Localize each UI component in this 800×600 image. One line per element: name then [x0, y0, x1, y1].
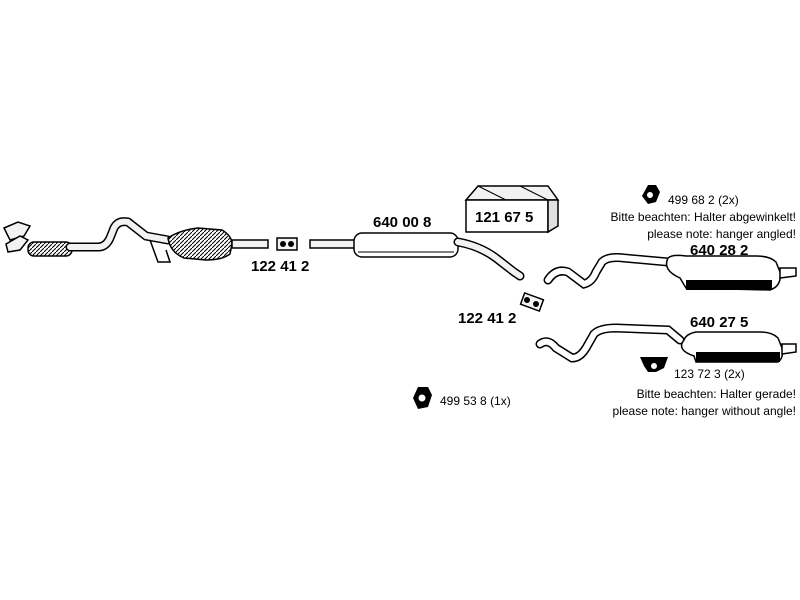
hanger-bottom-number: 123 72 3	[674, 367, 721, 381]
hanger-bottom-icon[interactable]	[640, 357, 668, 372]
hanger-bottom-qty: (2x)	[724, 367, 745, 381]
note-bottom-en: please note: hanger without angle!	[612, 404, 796, 418]
hanger-top-number: 499 68 2	[668, 193, 715, 207]
center-muffler[interactable]	[309, 232, 525, 281]
hanger-single-number: 499 53 8	[440, 394, 487, 408]
hanger-single-qty: (1x)	[490, 394, 511, 408]
note-top-de: Bitte beachten: Halter abgewinkelt!	[610, 210, 796, 224]
hanger-single-label: 499 53 8 (1x)	[440, 395, 511, 407]
hanger-top-label: 499 68 2 (2x)	[668, 194, 739, 206]
clamp-left-label: 122 41 2	[251, 258, 310, 275]
hanger-single-icon[interactable]	[413, 387, 432, 409]
hanger-top-icon[interactable]	[642, 185, 660, 204]
note-bottom: Bitte beachten: Halter gerade! please no…	[613, 386, 796, 420]
mounting-kit-label: 121 67 5	[475, 209, 534, 226]
mounting-kit-box[interactable]	[464, 185, 560, 234]
hanger-top-qty: (2x)	[718, 193, 739, 207]
front-pipe-assembly[interactable]	[2, 217, 269, 263]
rear-muffler-bottom[interactable]	[535, 323, 797, 363]
rear-muffler-bottom-label: 640 27 5	[690, 314, 749, 331]
rear-muffler-top[interactable]	[543, 253, 797, 291]
note-top-en: please note: hanger angled!	[647, 227, 796, 241]
clamp-left[interactable]	[276, 237, 298, 251]
note-top: Bitte beachten: Halter abgewinkelt! plea…	[611, 209, 796, 243]
clamp-right[interactable]	[519, 291, 545, 313]
hanger-bottom-label: 123 72 3 (2x)	[674, 368, 745, 380]
note-bottom-de: Bitte beachten: Halter gerade!	[636, 387, 796, 401]
clamp-right-label: 122 41 2	[458, 310, 517, 327]
center-muffler-label: 640 00 8	[373, 214, 432, 231]
rear-muffler-top-label: 640 28 2	[690, 242, 749, 259]
